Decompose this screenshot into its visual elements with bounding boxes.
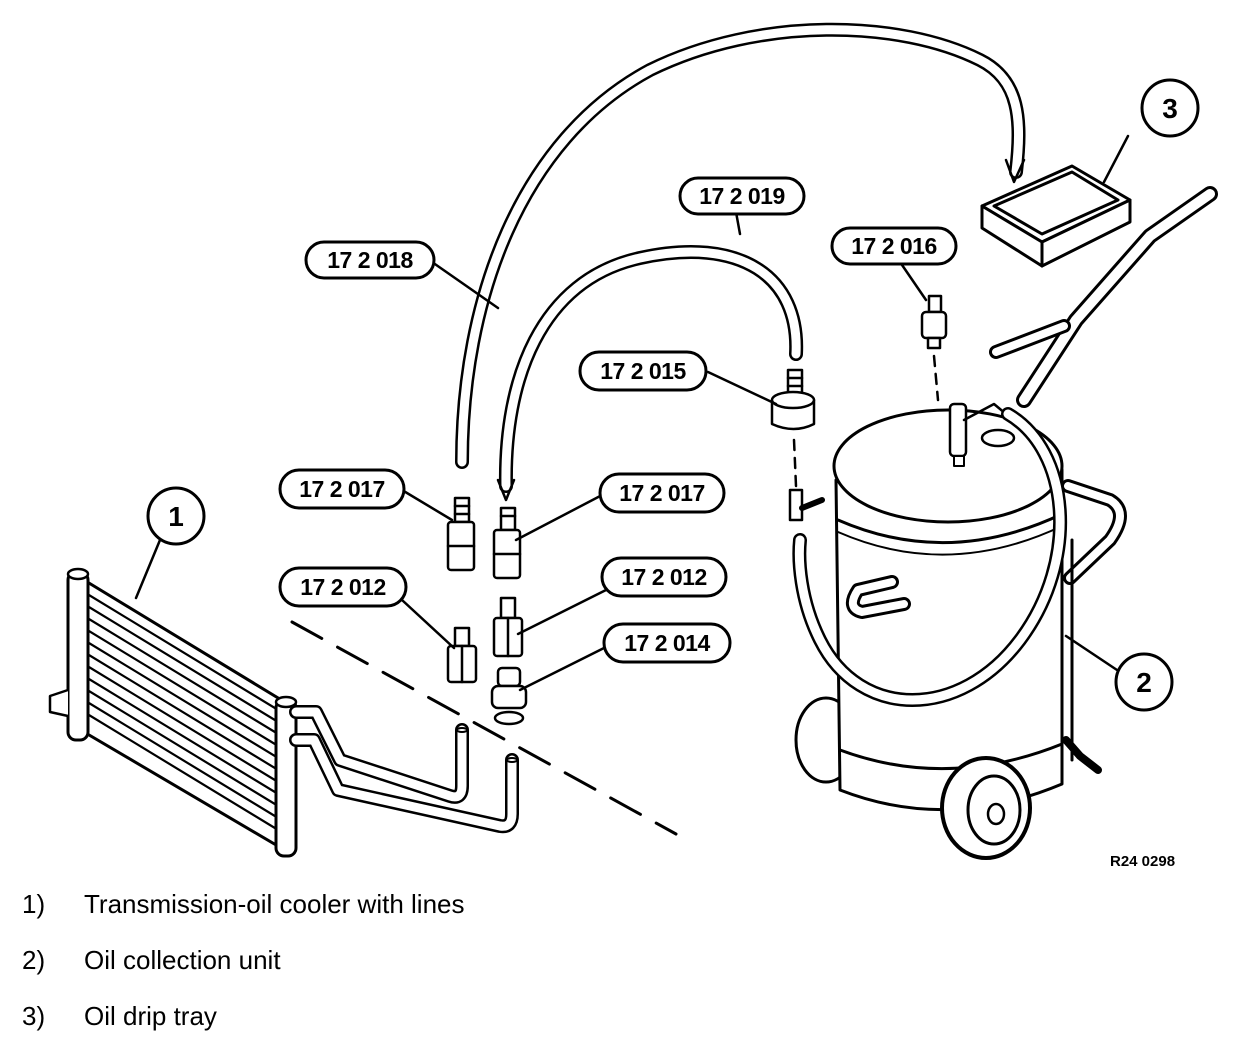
svg-text:17 2 019: 17 2 019 — [699, 183, 785, 209]
svg-text:17 2 017: 17 2 017 — [299, 476, 385, 502]
tool-label-017-right: 17 2 017 — [598, 472, 726, 514]
reference-code: R24 0298 — [1110, 853, 1175, 870]
callout-1: 1 — [146, 486, 206, 546]
tool-label-012-left: 17 2 012 — [278, 566, 408, 608]
adapter-012-left — [446, 626, 478, 684]
svg-text:17 2 012: 17 2 012 — [300, 574, 386, 600]
legend-text: Oil drip tray — [84, 1001, 217, 1031]
oil-drip-tray — [980, 164, 1132, 268]
legend-number: 3) — [22, 1001, 46, 1031]
tool-label-016: 17 2 016 — [830, 226, 958, 266]
oil-cooler — [48, 567, 519, 858]
adapter-017-right — [492, 506, 522, 580]
svg-text:3: 3 — [1162, 93, 1178, 124]
tool-label-017-left: 17 2 017 — [278, 468, 406, 510]
legend-number: 2) — [22, 945, 46, 975]
legend-text: Oil collection unit — [84, 945, 281, 975]
legend-text: Transmission-oil cooler with lines — [84, 889, 465, 919]
exploded-diagram: 17 2 018 17 2 019 17 2 016 17 2 015 17 2… — [48, 22, 1218, 870]
oil-collection-unit — [788, 186, 1218, 860]
adapter-012-right — [492, 596, 524, 658]
legend: 1) Transmission-oil cooler with lines 2)… — [22, 884, 722, 1052]
callout-2: 2 — [1114, 652, 1174, 712]
adapter-017-left — [446, 496, 476, 572]
tool-label-015: 17 2 015 — [578, 350, 708, 392]
tool-label-012-right: 17 2 012 — [600, 556, 728, 598]
svg-text:17 2 014: 17 2 014 — [624, 630, 710, 656]
legend-item: 2) Oil collection unit — [22, 940, 722, 996]
valve-016 — [920, 294, 948, 350]
svg-text:2: 2 — [1136, 667, 1152, 698]
svg-text:1: 1 — [168, 501, 184, 532]
tool-label-019: 17 2 019 — [678, 176, 806, 216]
adapter-014 — [490, 666, 528, 726]
legend-number: 1) — [22, 889, 46, 919]
legend-item: 1) Transmission-oil cooler with lines — [22, 884, 722, 940]
svg-text:17 2 012: 17 2 012 — [621, 564, 707, 590]
tool-label-014: 17 2 014 — [602, 622, 732, 664]
callout-3: 3 — [1140, 78, 1200, 138]
svg-text:17 2 017: 17 2 017 — [619, 480, 705, 506]
svg-text:17 2 016: 17 2 016 — [851, 233, 937, 259]
connector-015 — [770, 368, 816, 431]
svg-text:17 2 018: 17 2 018 — [327, 247, 413, 273]
legend-item: 3) Oil drip tray — [22, 996, 722, 1052]
tool-label-018: 17 2 018 — [304, 240, 436, 280]
svg-text:17 2 015: 17 2 015 — [600, 358, 686, 384]
